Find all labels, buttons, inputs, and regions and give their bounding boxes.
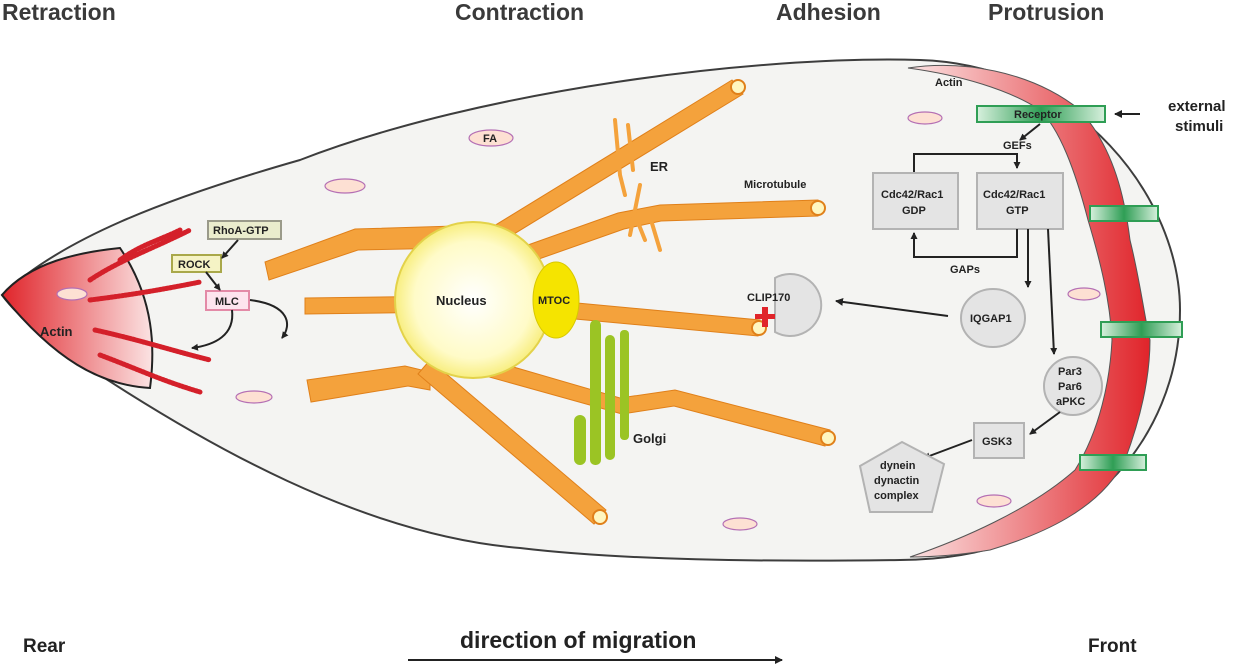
label-gaps: GAPs xyxy=(950,264,980,276)
label-actin-rear: Actin xyxy=(40,324,73,339)
label-dynein-2: dynactin xyxy=(874,475,920,487)
label-actin-front: Actin xyxy=(935,77,963,89)
label-cdc42-gdp-1: Cdc42/Rac1 xyxy=(881,189,943,201)
header-protrusion: Protrusion xyxy=(988,0,1104,25)
mlc-box xyxy=(205,290,250,311)
label-gsk3: GSK3 xyxy=(982,436,1012,448)
label-clip170: CLIP170 xyxy=(747,292,790,304)
focal-adhesion xyxy=(1067,287,1101,301)
label-cdc42-gdp-2: GDP xyxy=(902,205,926,217)
microtubule-plus-end xyxy=(820,430,836,446)
label-er: ER xyxy=(650,159,669,174)
label-par3: Par3 xyxy=(1058,366,1082,378)
cdc42-rac1-gdp-box xyxy=(872,172,959,230)
label-rock: ROCK xyxy=(178,259,210,271)
receptor xyxy=(1089,205,1159,222)
arrow-gefs-cycle xyxy=(913,153,1021,172)
receptor-main xyxy=(976,105,1106,123)
focal-adhesion xyxy=(907,111,943,125)
label-mtoc: MTOC xyxy=(538,295,570,307)
label-cdc42-gtp-2: GTP xyxy=(1006,205,1029,217)
label-receptor: Receptor xyxy=(1014,109,1062,121)
microtubule-plus-end xyxy=(730,79,746,95)
rhoa-gtp-box xyxy=(207,220,282,240)
microtubule-plus-end xyxy=(592,509,608,525)
arrow-gsk3-dynein xyxy=(923,439,973,460)
header-contraction: Contraction xyxy=(455,0,584,25)
label-microtubule: Microtubule xyxy=(744,179,806,191)
rear-actin-cap xyxy=(0,246,154,390)
dynein-dynactin-complex-node xyxy=(858,440,946,513)
focal-adhesion xyxy=(976,494,1012,508)
mtoc xyxy=(532,261,580,339)
focal-adhesion xyxy=(324,178,366,194)
gsk3-box xyxy=(973,422,1025,459)
label-mlc: MLC xyxy=(215,296,239,308)
arrow-gtp-par xyxy=(1047,228,1058,355)
focal-adhesion xyxy=(722,517,758,531)
arrow-receptor-gefs xyxy=(1019,123,1041,141)
arrow-par-gsk3 xyxy=(1029,411,1061,435)
microtubule-plus-end xyxy=(810,200,826,216)
arrow-rhoa-rock xyxy=(221,239,239,259)
arrow-gaps-cycle xyxy=(910,229,1018,258)
actin-filaments-rear xyxy=(87,227,213,395)
label-golgi: Golgi xyxy=(633,431,666,446)
label-external-stimuli-1: external xyxy=(1168,98,1226,115)
golgi-apparatus xyxy=(574,320,629,465)
par-complex-node xyxy=(1043,356,1103,416)
cdc42-rac1-gtp-box xyxy=(976,172,1064,230)
receptor xyxy=(1079,454,1147,471)
label-rhoa-gtp: RhoA-GTP xyxy=(213,225,269,237)
receptor xyxy=(1100,321,1183,338)
label-iqgap1: IQGAP1 xyxy=(970,313,1012,325)
header-adhesion: Adhesion xyxy=(776,0,881,25)
plus-end-marker-icon xyxy=(755,307,775,327)
label-dynein-1: dynein xyxy=(880,460,916,472)
label-dynein-3: complex xyxy=(874,490,920,502)
label-front: Front xyxy=(1088,636,1137,657)
label-cdc42-gtp-1: Cdc42/Rac1 xyxy=(983,189,1045,201)
arrow-rock-mlc xyxy=(205,271,221,291)
focal-adhesion xyxy=(235,390,273,404)
header-retraction: Retraction xyxy=(2,0,116,25)
label-par6: Par6 xyxy=(1058,381,1082,393)
label-direction-of-migration: direction of migration xyxy=(460,627,696,653)
label-fa: FA xyxy=(483,133,497,145)
front-actin-band xyxy=(907,64,1151,558)
arrow-mlc-right xyxy=(249,299,289,339)
focal-adhesion-rear xyxy=(56,287,88,301)
label-rear: Rear xyxy=(23,636,66,657)
arrow-mlc-left xyxy=(191,309,234,351)
label-external-stimuli-2: stimuli xyxy=(1175,118,1223,135)
label-gefs: GEFs xyxy=(1003,140,1032,152)
microtubules xyxy=(264,79,836,525)
arrow-iqgap1-clip170 xyxy=(835,297,949,317)
rock-box xyxy=(171,254,222,273)
focal-adhesion xyxy=(468,129,514,147)
clip170-node xyxy=(774,273,823,337)
endoplasmic-reticulum xyxy=(613,118,662,252)
iqgap1-node xyxy=(960,288,1026,348)
label-nucleus: Nucleus xyxy=(436,293,487,308)
label-apkc: aPKC xyxy=(1056,396,1085,408)
